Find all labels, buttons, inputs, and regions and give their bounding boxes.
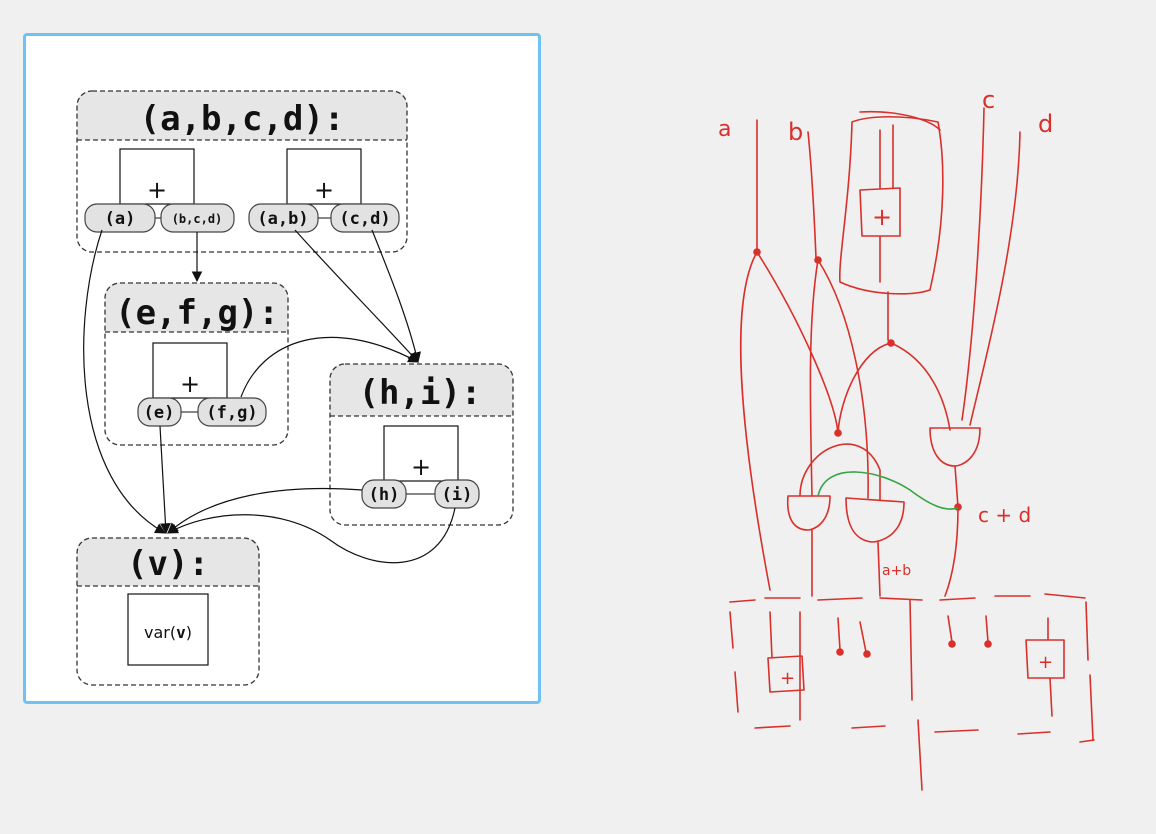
- port-ab-label: (a,b): [257, 209, 308, 229]
- gate-ab: [845, 497, 905, 543]
- edge-ab-hi: [294, 229, 419, 363]
- plus-box-1: [119, 148, 195, 205]
- label-plus-right: +: [1038, 652, 1053, 673]
- sketch: [729, 107, 1095, 791]
- plus-op-1: +: [147, 176, 167, 204]
- cluster-v: (v): var(v): [76, 537, 260, 686]
- top-adder: [859, 187, 901, 237]
- plus-op-3: +: [180, 370, 200, 398]
- cluster-title-efg: (e,f,g):: [115, 293, 279, 333]
- wire-c: [961, 107, 985, 421]
- edge-i-v: [167, 507, 456, 564]
- sketch-labels: a b c d + c + d a+b + +: [718, 86, 1053, 689]
- port-e: [137, 397, 182, 427]
- wire-b: [807, 131, 817, 259]
- port-bcd-label: (b,c,d): [172, 212, 223, 226]
- label-plus-left: +: [780, 668, 795, 689]
- plus-op-4: +: [411, 453, 431, 481]
- edge-a-v: [83, 229, 166, 534]
- bottom-adder-right: [1025, 639, 1065, 679]
- gate-cd: [929, 427, 981, 467]
- port-h: [361, 479, 407, 509]
- wire-green: [817, 471, 959, 510]
- port-fg-label: (f,g): [206, 403, 257, 423]
- plus-op-2: +: [314, 176, 334, 204]
- label-plus-top: +: [872, 203, 892, 231]
- gate-left: [786, 495, 831, 531]
- label-a: a: [718, 117, 731, 142]
- var-box: [127, 593, 209, 666]
- port-h-label: (h): [369, 485, 400, 505]
- port-fg: [197, 397, 267, 427]
- port-i-label: (i): [442, 485, 473, 505]
- edge-h-v: [167, 487, 363, 534]
- port-i: [434, 479, 480, 509]
- cluster-title-v: (v):: [127, 544, 209, 584]
- port-cd: [330, 203, 400, 233]
- label-a-plus-b: a+b: [882, 563, 911, 579]
- plus-box-4: [383, 425, 459, 482]
- plus-box-2: [286, 148, 362, 205]
- port-e-label: (e): [144, 403, 175, 423]
- port-a: [84, 203, 156, 233]
- cluster-hi: (h,i): + (h) (i): [329, 363, 514, 526]
- label-b: b: [788, 118, 803, 146]
- cluster-title-abcd: (a,b,c,d):: [140, 99, 345, 139]
- label-d: d: [1038, 110, 1053, 138]
- port-ab: [248, 203, 319, 233]
- port-a-label: (a): [105, 209, 136, 229]
- var-expression: var(v): [144, 623, 192, 642]
- bottom-adder-left: [767, 655, 805, 693]
- edge-cd-hi: [371, 229, 422, 364]
- plus-box-3: [152, 342, 228, 399]
- wire-a-down: [739, 251, 771, 591]
- cluster-title-hi: (h,i):: [359, 373, 482, 413]
- cluster-efg: (e,f,g): + (e) (f,g): [104, 282, 289, 446]
- label-c-plus-d: c + d: [978, 503, 1031, 527]
- edge-e-v: [159, 425, 171, 535]
- wire-d: [969, 131, 1021, 426]
- port-cd-label: (c,d): [339, 209, 390, 229]
- edges: [83, 229, 456, 564]
- label-c: c: [982, 86, 995, 114]
- edge-fg-hi: [240, 336, 419, 398]
- cluster-abcd: (a,b,c,d): + + (a) (b,c,d) (a,b) (c,d): [76, 90, 408, 253]
